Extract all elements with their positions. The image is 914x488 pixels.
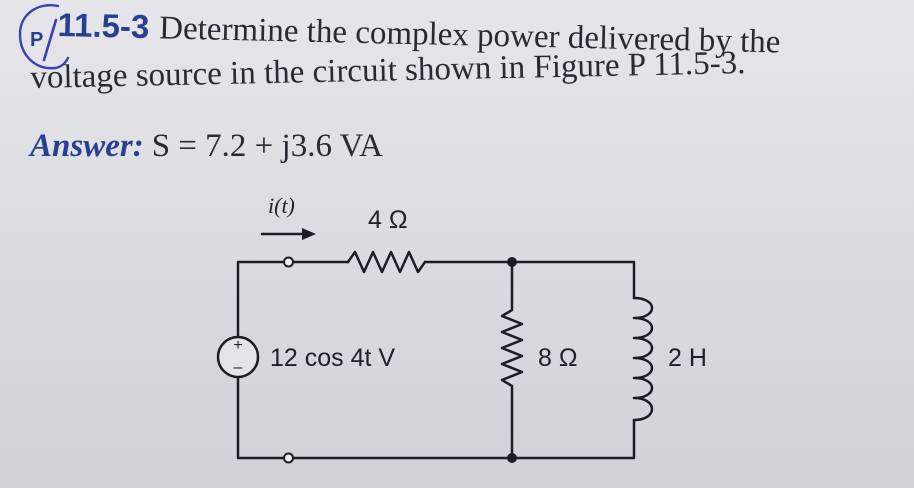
answer-label: Answer: xyxy=(30,128,144,164)
inductor-2-h xyxy=(632,296,654,422)
left-top-wire xyxy=(236,260,287,338)
handwritten-p-mark: P xyxy=(30,29,43,51)
source-minus-sign: – xyxy=(234,359,243,376)
terminal-top xyxy=(283,256,294,268)
resistor-4-ohm xyxy=(346,250,427,274)
source-plus-sign: + xyxy=(233,337,242,354)
node-bottom xyxy=(507,453,517,463)
shunt-resistor-label: 8 Ω xyxy=(538,344,578,372)
answer-line: Answer:S = 7.2 + j3.6 VA xyxy=(30,128,383,165)
bottom-wire xyxy=(290,418,636,460)
resistor-8-ohm xyxy=(500,260,524,460)
current-arrowhead xyxy=(302,228,316,240)
current-label: i(t) xyxy=(268,193,295,218)
node-top xyxy=(507,257,517,267)
inductor-label: 2 H xyxy=(668,344,707,372)
terminal-bottom xyxy=(283,452,294,464)
series-resistor-label: 4 Ω xyxy=(368,206,408,234)
source-label: 12 cos 4t V xyxy=(270,344,395,372)
answer-value: S = 7.2 + j3.6 VA xyxy=(151,128,384,164)
left-bottom-wire xyxy=(236,376,287,460)
top-wire xyxy=(423,260,636,300)
voltage-source xyxy=(216,335,260,379)
